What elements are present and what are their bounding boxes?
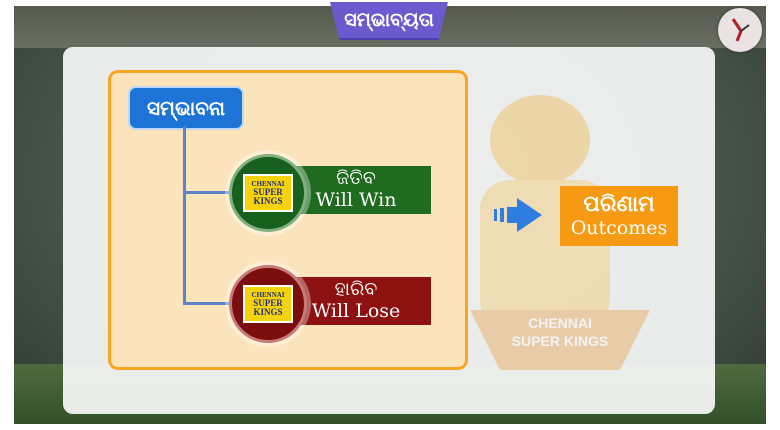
right-arrow-icon bbox=[494, 198, 542, 232]
outcome-label-en: Outcomes bbox=[570, 216, 668, 239]
tree-connector-win bbox=[183, 191, 233, 194]
tree-connector-lose bbox=[183, 302, 233, 305]
channel-logo-icon bbox=[718, 8, 762, 52]
watermark-text-line1: CHENNAI bbox=[528, 315, 592, 331]
outcome-box: ପରିଣାମ Outcomes bbox=[560, 186, 678, 246]
player-illustration-watermark: CHENNAI SUPER KINGS bbox=[470, 95, 650, 370]
win-banner: ଜିତିବ Will Win bbox=[281, 166, 431, 214]
page-title: ସମ୍ଭାବ୍ୟତା bbox=[330, 2, 448, 40]
lose-label-odia: ହାରିବ bbox=[334, 278, 378, 301]
outcome-label-odia: ପରିଣାମ bbox=[583, 192, 655, 218]
win-label-odia: ଜିତିବ bbox=[336, 167, 376, 190]
lose-label-en: Will Lose bbox=[311, 300, 401, 322]
win-label-en: Will Win bbox=[315, 189, 397, 211]
watermark-text-line2: SUPER KINGS bbox=[512, 333, 608, 349]
root-node-possibility: ସମ୍ଭାବନା bbox=[128, 86, 244, 130]
tree-connector-vertical bbox=[183, 126, 186, 304]
